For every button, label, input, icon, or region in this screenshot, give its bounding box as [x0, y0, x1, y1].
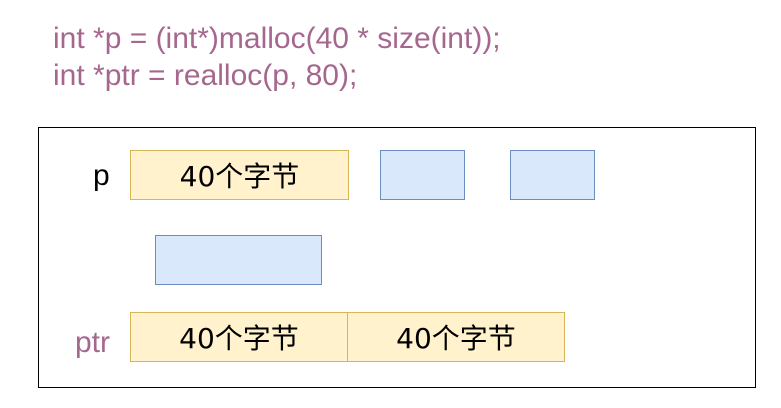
other-memory-block-2	[510, 150, 595, 200]
ptr-memory-block-1: 40个字节	[130, 312, 348, 362]
other-memory-block-1	[380, 150, 465, 200]
code-line-realloc: int *ptr = realloc(p, 80);	[53, 59, 358, 92]
code-line-malloc: int *p = (int*)malloc(40 * size(int));	[53, 22, 501, 55]
pointer-label-ptr: ptr	[75, 326, 111, 359]
memory-frame	[38, 127, 756, 388]
other-memory-block-3	[155, 235, 322, 285]
ptr-memory-block-2: 40个字节	[347, 312, 565, 362]
p-memory-block: 40个字节	[130, 150, 349, 200]
pointer-label-p: p	[93, 159, 110, 192]
